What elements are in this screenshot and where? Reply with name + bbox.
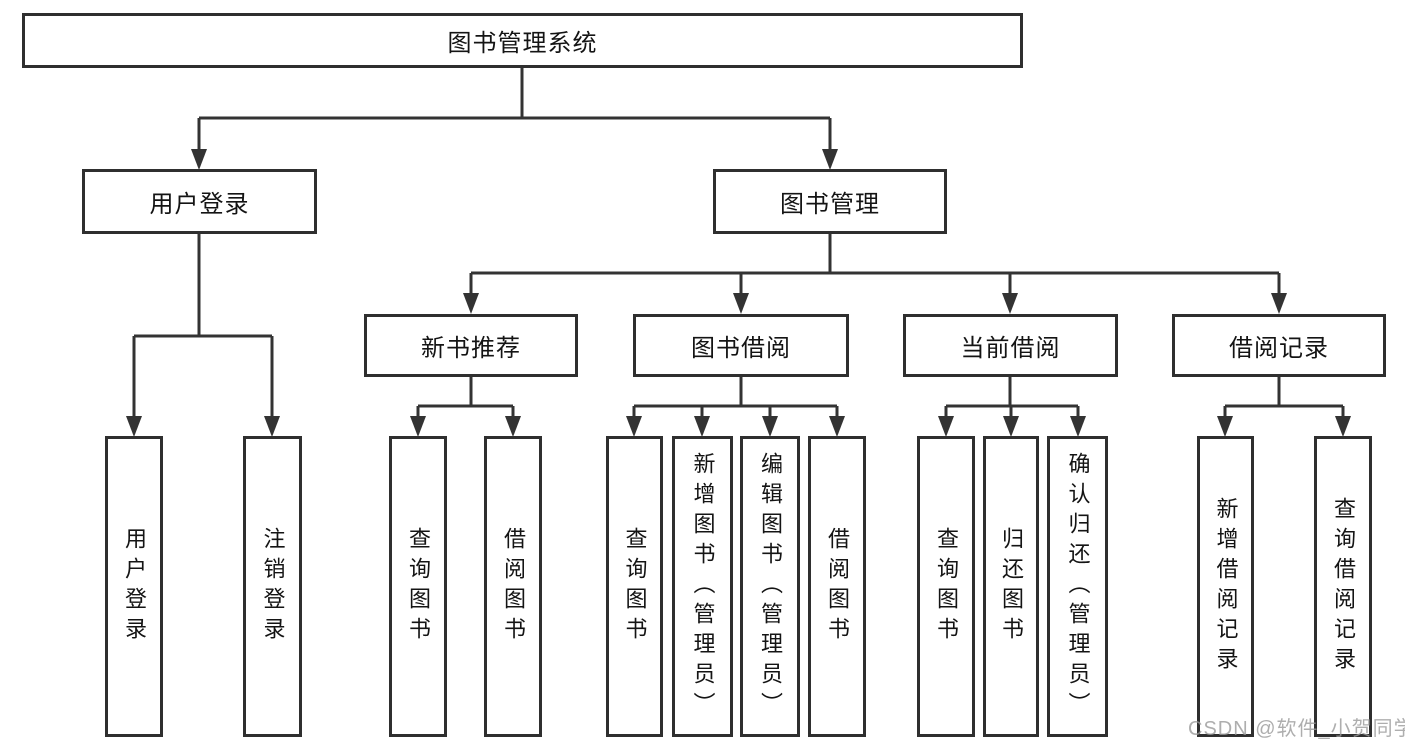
connector-user-login-to-leaves	[126, 234, 280, 437]
leaf-borrow-books-recommend-label: 借阅图书	[501, 526, 526, 647]
leaf-query-books-borrowing-label: 查询图书	[622, 526, 648, 647]
leaf-user-login: 用户登录	[105, 436, 163, 737]
leaf-confirm-return-admin-label: 确认归还（管理员）	[1065, 451, 1091, 722]
leaf-add-books-admin-label: 新增图书（管理员）	[690, 451, 716, 722]
connector-new-book-recommendation-to-leaves	[410, 377, 521, 437]
connector-book-management-to-modules	[463, 234, 1287, 314]
leaf-query-books-borrowing: 查询图书	[606, 436, 663, 737]
leaf-query-borrow-record-label: 查询借阅记录	[1331, 496, 1356, 677]
node-root-label: 图书管理系统	[447, 30, 598, 57]
leaf-query-books-recommend-label: 查询图书	[406, 526, 431, 647]
node-new-book-recommendation: 新书推荐	[364, 314, 578, 377]
leaf-borrow-books: 借阅图书	[808, 436, 866, 737]
connector-current-borrowing-to-leaves	[938, 377, 1086, 437]
connector-borrowing-records-to-leaves	[1217, 377, 1351, 437]
leaf-borrow-books-label: 借阅图书	[825, 526, 850, 647]
leaf-edit-books-admin: 编辑图书（管理员）	[740, 436, 800, 737]
node-new-book-recommendation-label: 新书推荐	[421, 335, 521, 362]
watermark: CSDN @软件_小贺同学	[1188, 718, 1405, 740]
node-book-management: 图书管理	[713, 169, 947, 234]
leaf-query-books-recommend: 查询图书	[389, 436, 447, 737]
node-user-login-label: 用户登录	[149, 191, 250, 218]
leaf-add-borrow-record-label: 新增借阅记录	[1213, 496, 1239, 677]
node-user-login: 用户登录	[82, 169, 317, 234]
leaf-edit-books-admin-label: 编辑图书（管理员）	[758, 451, 783, 722]
leaf-return-books-label: 归还图书	[999, 526, 1024, 647]
leaf-user-login-label: 用户登录	[122, 526, 147, 647]
node-current-borrowing: 当前借阅	[903, 314, 1118, 377]
leaf-query-books-current-label: 查询图书	[934, 526, 959, 647]
node-root: 图书管理系统	[22, 13, 1023, 68]
node-book-management-label: 图书管理	[780, 191, 880, 218]
leaf-logout: 注销登录	[243, 436, 302, 737]
node-borrowing-records: 借阅记录	[1172, 314, 1386, 377]
leaf-confirm-return-admin: 确认归还（管理员）	[1047, 436, 1108, 737]
leaf-query-books-current: 查询图书	[917, 436, 975, 737]
leaf-logout-label: 注销登录	[260, 526, 286, 647]
node-current-borrowing-label: 当前借阅	[960, 335, 1061, 362]
connector-book-borrowing-to-leaves	[626, 377, 845, 437]
leaf-return-books: 归还图书	[983, 436, 1039, 737]
leaf-query-borrow-record: 查询借阅记录	[1314, 436, 1372, 737]
node-borrowing-records-label: 借阅记录	[1229, 335, 1329, 362]
leaf-add-borrow-record: 新增借阅记录	[1197, 436, 1254, 737]
node-book-borrowing-label: 图书借阅	[691, 335, 791, 362]
leaf-borrow-books-recommend: 借阅图书	[484, 436, 542, 737]
leaf-add-books-admin: 新增图书（管理员）	[672, 436, 733, 737]
connector-root-to-level2	[191, 68, 838, 170]
node-book-borrowing: 图书借阅	[633, 314, 849, 377]
